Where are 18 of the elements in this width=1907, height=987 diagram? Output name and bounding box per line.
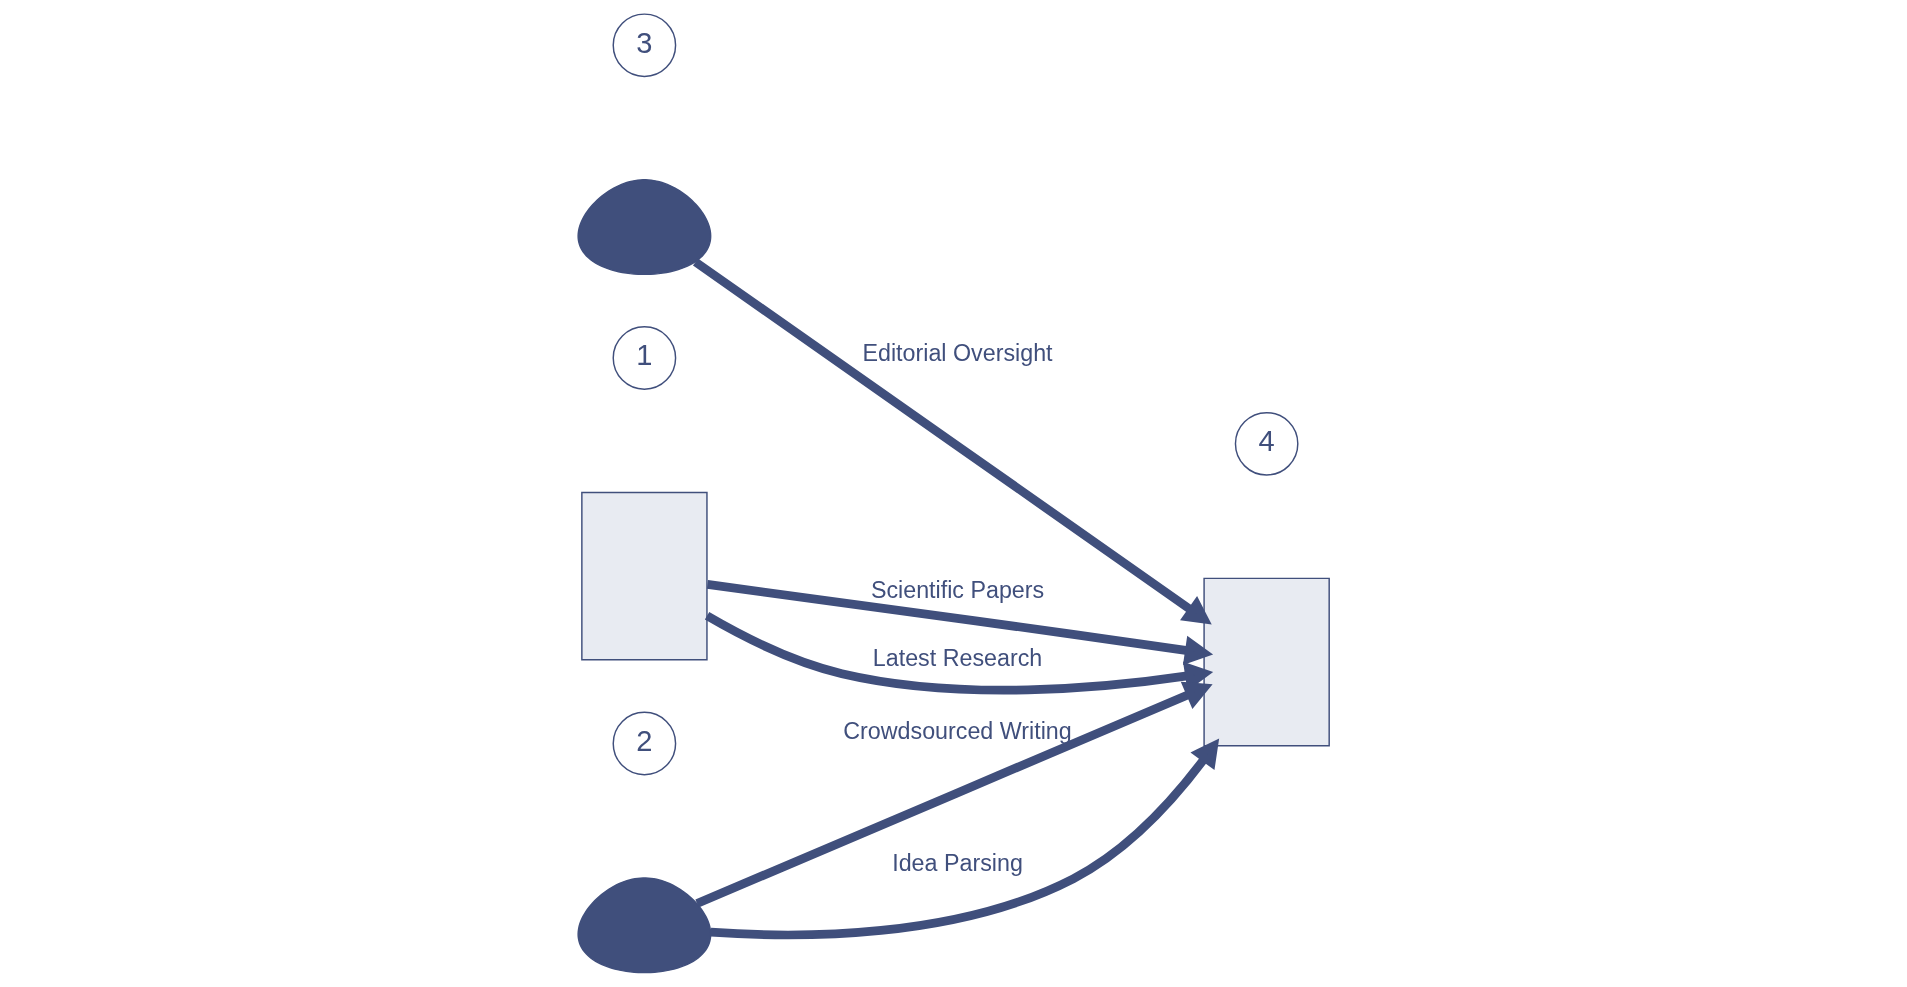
arrow bbox=[695, 681, 1213, 908]
node-circle: 2 bbox=[612, 711, 677, 776]
arrow bbox=[704, 612, 1214, 695]
edge-label: Latest Research bbox=[872, 645, 1043, 672]
edge-label: Idea Parsing bbox=[892, 850, 1023, 877]
node-person bbox=[577, 877, 712, 974]
node-box bbox=[1203, 577, 1330, 747]
arrow bbox=[706, 580, 1214, 666]
arrow bbox=[693, 258, 1212, 625]
node-circle: 1 bbox=[612, 326, 677, 390]
node-person bbox=[577, 179, 712, 276]
node-circle: 4 bbox=[1234, 411, 1299, 476]
node-box bbox=[581, 491, 708, 661]
node-circle: 3 bbox=[612, 13, 677, 78]
edge-label: Crowdsourced Writing bbox=[843, 717, 1072, 744]
edge-label: Editorial Oversight bbox=[862, 339, 1053, 366]
edge-label: Scientific Papers bbox=[870, 576, 1045, 603]
arrow bbox=[710, 738, 1220, 940]
